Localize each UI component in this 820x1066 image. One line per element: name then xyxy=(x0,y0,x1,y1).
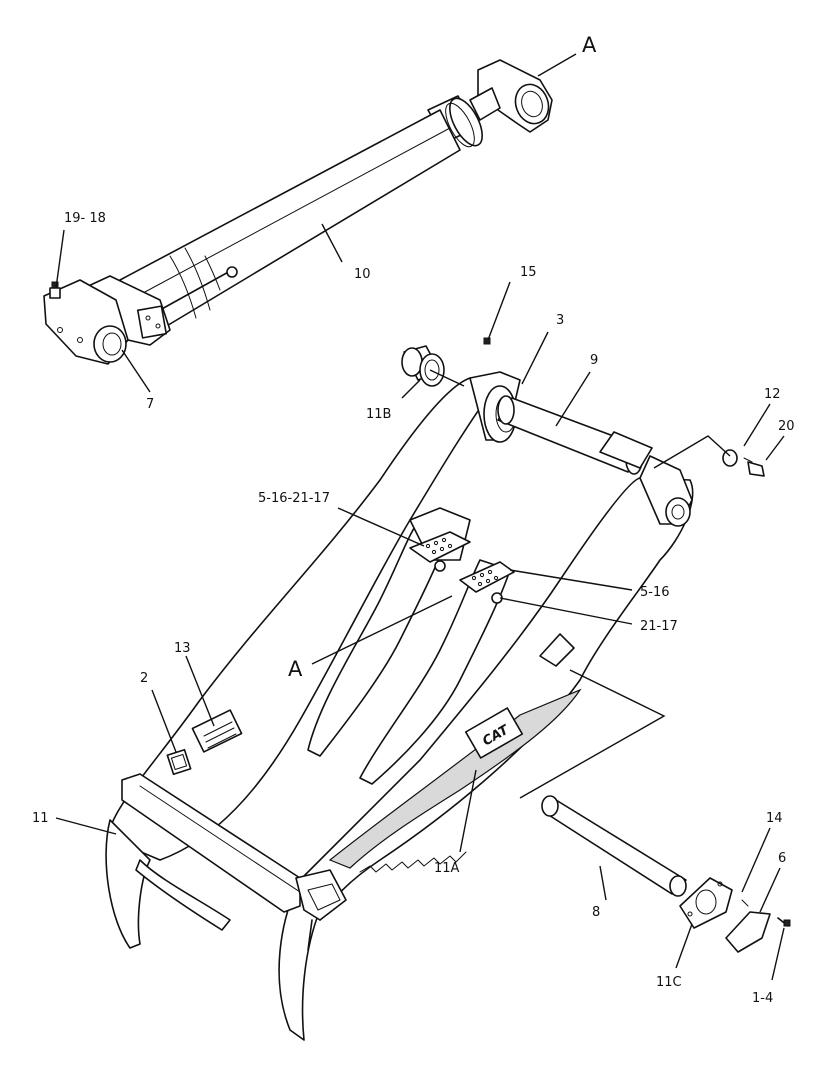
callout-10: 10 xyxy=(354,267,371,282)
grease-fitting-15 xyxy=(483,337,491,345)
mounting-plate-left xyxy=(409,531,471,563)
callout-11b: 11B xyxy=(366,407,391,422)
callout-12: 12 xyxy=(764,387,781,402)
callout-8: 8 xyxy=(592,905,600,920)
cat-decal: CAT xyxy=(464,707,524,759)
callout-20: 20 xyxy=(778,419,795,434)
callout-labels: A A 19- 18 10 15 3 9 7 11B 12 20 5-16-21… xyxy=(32,33,795,1006)
decal-2 xyxy=(166,748,192,776)
leader-lines xyxy=(55,53,785,981)
callout-7: 7 xyxy=(146,397,154,412)
callout-3: 3 xyxy=(556,313,564,328)
mounting-plate-right xyxy=(459,561,515,593)
lift-arm xyxy=(105,371,694,1041)
callout-9: 9 xyxy=(590,353,598,368)
callout-5-16: 5-16 xyxy=(640,585,670,600)
plate-11c xyxy=(679,877,733,929)
bolt-20 xyxy=(743,457,765,477)
callout-21-17: 21-17 xyxy=(640,619,678,634)
callout-11: 11 xyxy=(32,811,49,826)
callout-19-18: 19- 18 xyxy=(64,211,106,226)
callout-15: 15 xyxy=(520,265,537,280)
cover-6 xyxy=(725,899,771,953)
callout-5-16-21-17: 5-16-21-17 xyxy=(258,491,330,506)
hydraulic-cylinder xyxy=(43,59,553,365)
callout-1-4: 1-4 xyxy=(752,991,773,1006)
callout-6: 6 xyxy=(778,851,786,866)
pin-9 xyxy=(497,395,653,475)
callout-2: 2 xyxy=(140,671,148,686)
callout-11a: 11A xyxy=(434,861,460,876)
callout-11c: 11C xyxy=(656,975,682,990)
washer-12 xyxy=(722,449,738,467)
bushing-11b xyxy=(401,345,445,387)
pin-8 xyxy=(541,795,687,897)
callout-13: 13 xyxy=(174,641,191,656)
bolt-1-4 xyxy=(777,917,791,927)
callout-a-mid: A xyxy=(288,657,303,681)
callout-14: 14 xyxy=(766,811,783,826)
callout-a-top: A xyxy=(582,33,597,57)
